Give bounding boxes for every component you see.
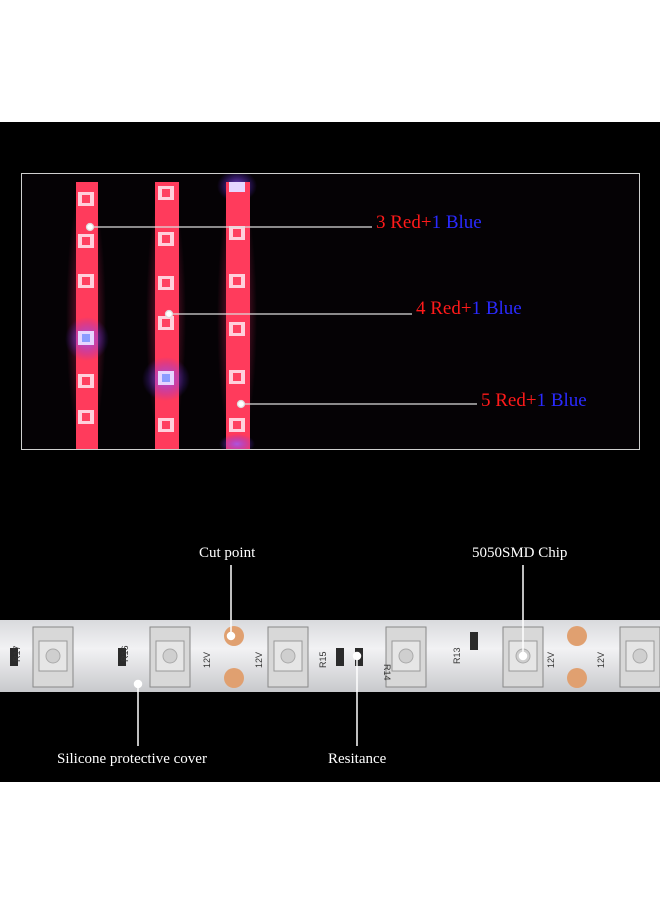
label-4red-1blue: 4 Red+1 Blue	[416, 298, 522, 320]
strip-3red-1blue	[65, 182, 109, 449]
resistor-mark-2: R16	[120, 645, 130, 662]
label-3red-1blue: 3 Red+1 Blue	[376, 212, 482, 234]
label-cut-point: Cut point	[199, 545, 256, 561]
bottom-leader-lines	[133, 565, 528, 746]
voltage-mark-3: 12V	[546, 652, 556, 668]
leader-lines	[85, 222, 477, 409]
resistor-mark-4: R14	[382, 664, 392, 681]
silicone-strip-body	[0, 620, 660, 692]
label-5red-1blue: 5 Red+1 Blue	[481, 390, 587, 412]
label-red-part: 3 Red+	[376, 212, 432, 233]
label-5050smd-chip: 5050SMD Chip	[472, 545, 568, 561]
label-red-part: 5 Red+	[481, 390, 537, 411]
voltage-mark-4: 12V	[596, 652, 606, 668]
label-silicone-cover: Silicone protective cover	[57, 751, 207, 767]
led-strips-photo-frame	[21, 173, 640, 450]
label-red-part: 4 Red+	[416, 298, 472, 319]
label-resistance: Resitance	[328, 751, 387, 767]
voltage-mark-1: 12V	[202, 652, 212, 668]
resistor-mark-3: R15	[318, 651, 328, 668]
resistor-mark-1: R17	[12, 645, 22, 662]
led-strips-illustration	[65, 174, 477, 449]
label-blue-part: 1 Blue	[471, 298, 522, 319]
label-blue-part: 1 Blue	[431, 212, 482, 233]
resistor-mark-5: R13	[452, 647, 462, 664]
label-blue-part: 1 Blue	[536, 390, 587, 411]
strip-5red-1blue	[217, 174, 257, 449]
voltage-mark-2: 12V	[254, 652, 264, 668]
